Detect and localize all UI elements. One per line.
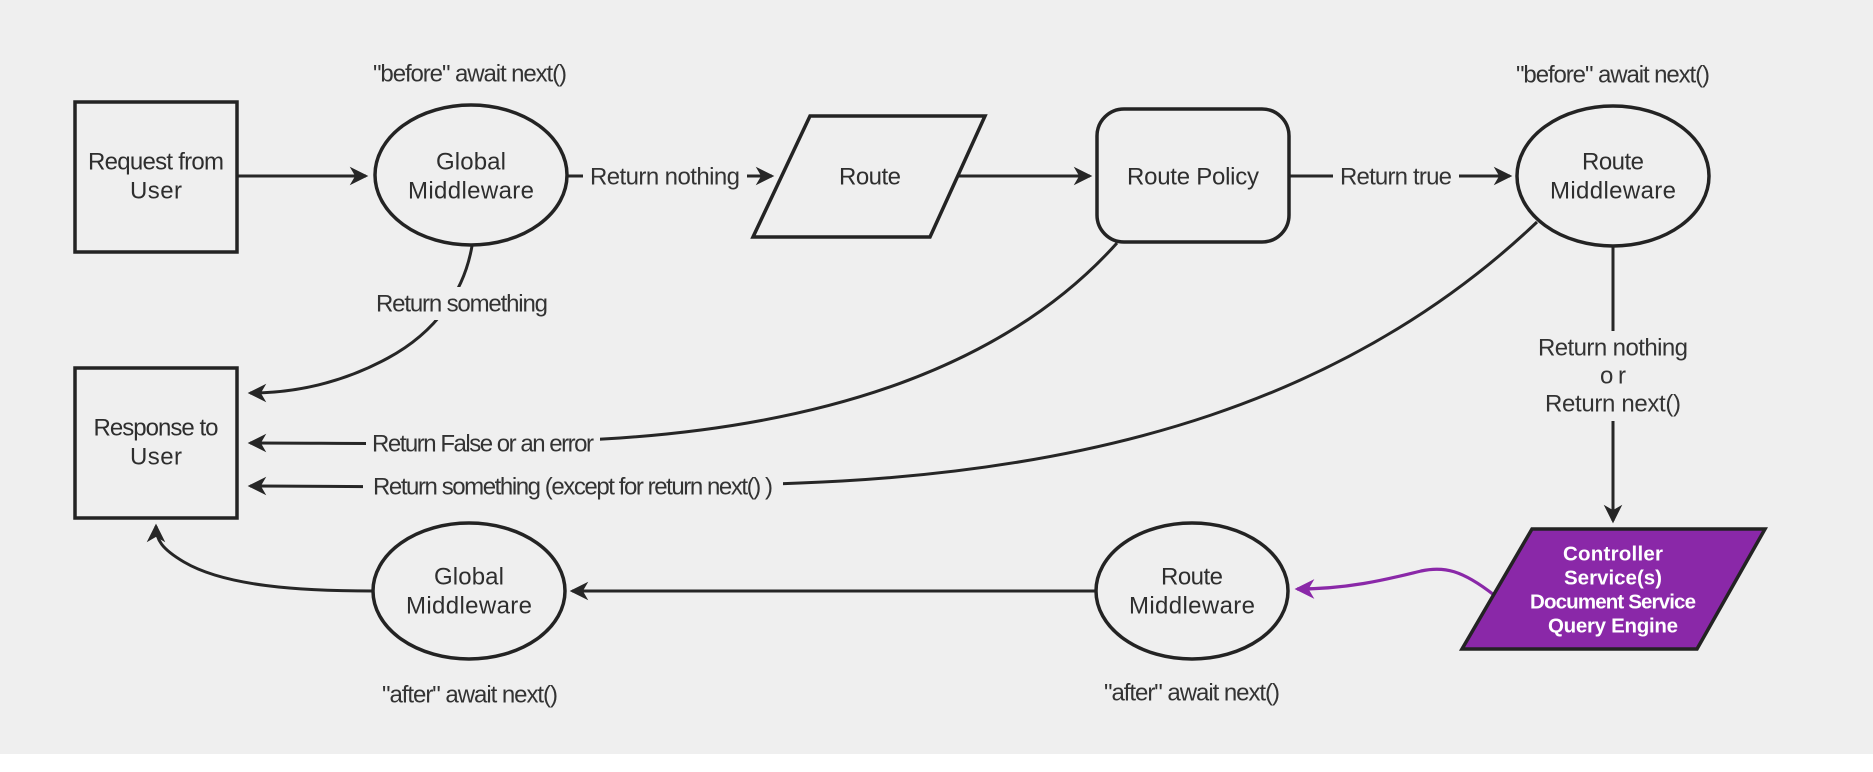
global-middleware-top-label-line2: Middleware [408, 178, 534, 205]
label-before-await-next-left: "before" await next() [373, 61, 567, 88]
label-bg-return-false [366, 427, 600, 460]
label-return-something: Return something [376, 291, 548, 318]
response-node-label-line2: User [130, 444, 182, 471]
label-bg-return-true [1333, 160, 1459, 193]
route-middleware-bottom-label-line1: Route [1161, 564, 1223, 591]
response-node-label-line1: Response to [94, 415, 219, 442]
controller-node-label-line3: Document Service [1530, 591, 1696, 614]
route-node-label: Route [839, 164, 901, 191]
controller-node-label-line1: Controller [1563, 543, 1663, 566]
label-bg-return-something-except [363, 470, 783, 503]
request-node-label-line2: User [130, 178, 182, 205]
global-middleware-bottom-label-line2: Middleware [406, 593, 532, 620]
label-after-await-next-right: "after" await next() [1104, 680, 1280, 707]
label-bg-return-something [370, 287, 554, 320]
request-node-label-line1: Request from [88, 149, 224, 176]
label-return-nothing-or-line2: or [1600, 363, 1626, 390]
controller-node-label-line4: Query Engine [1548, 615, 1678, 638]
node-response-to-user [73, 366, 239, 520]
edge-route-policy-to-response [247, 241, 1119, 453]
label-return-nothing-or-line3: Return next() [1545, 391, 1681, 418]
route-middleware-bottom-label-line2: Middleware [1129, 593, 1255, 620]
node-global-middleware-bottom [371, 521, 567, 661]
bottom-white-strip [0, 754, 1873, 772]
edge-global-middleware-to-response [247, 245, 474, 403]
label-return-false-or-error: Return False or an error [372, 431, 594, 458]
label-return-nothing-top: Return nothing [590, 164, 740, 191]
node-route-middleware-top [1515, 104, 1711, 248]
edge-controller-to-route-middleware-bottom [1294, 567, 1495, 599]
global-middleware-bottom-label-line1: Global [434, 564, 504, 591]
route-middleware-top-label-line1: Route [1582, 149, 1644, 176]
node-request-from-user [73, 100, 239, 254]
label-return-something-except: Return something (except for return next… [373, 474, 773, 501]
node-route-middleware-bottom [1094, 521, 1290, 661]
edge-global-middleware-bottom-to-response [146, 523, 374, 593]
node-route [750, 114, 988, 239]
label-return-nothing-or-line1: Return nothing [1538, 335, 1688, 362]
label-return-true: Return true [1340, 164, 1452, 191]
label-before-await-next-right: "before" await next() [1516, 62, 1710, 89]
node-route-policy [1095, 107, 1291, 244]
route-middleware-top-label-line2: Middleware [1550, 178, 1676, 205]
node-controller-services [1458, 527, 1769, 651]
global-middleware-top-label-line1: Global [436, 149, 506, 176]
label-bg-return-nothing-top [583, 160, 747, 193]
node-global-middleware-top [373, 103, 569, 247]
controller-node-label-line2: Service(s) [1564, 567, 1662, 590]
label-after-await-next-left: "after" await next() [382, 682, 558, 709]
route-policy-node-label: Route Policy [1127, 164, 1259, 191]
label-bg-return-nothing-or [1528, 331, 1698, 421]
